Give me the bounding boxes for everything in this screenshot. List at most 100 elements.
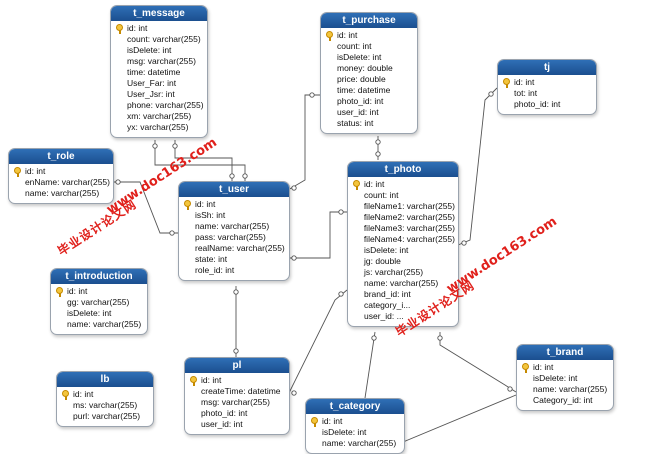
field-spacer [56,297,64,308]
field-row: state: int [184,254,286,265]
field-spacer [62,400,70,411]
field-label: id: int [364,179,385,190]
field-row: money: double [326,63,414,74]
relation-role-user [112,181,178,234]
field-label: realName: varchar(255) [195,243,285,254]
field-label: user_id: int [337,107,379,118]
field-row: yx: varchar(255) [116,122,204,133]
field-row: user_id: int [326,107,414,118]
field-row: isDelete: int [311,427,401,438]
field-spacer [116,89,124,100]
field-label: fileName3: varchar(255) [363,223,455,234]
field-label: photo_id: int [514,99,561,110]
primary-key-icon [116,23,124,34]
field-row: category_i... [353,300,455,311]
field-label: id: int [25,166,46,177]
field-spacer [116,78,124,89]
field-label: status: int [337,118,374,129]
field-row: time: datetime [326,85,414,96]
field-row: id: int [116,23,204,34]
field-row: status: int [326,118,414,129]
field-label: jg: double [364,256,401,267]
field-spacer [326,85,334,96]
field-spacer [522,373,530,384]
table-title: t_role [9,149,113,164]
field-spacer [326,74,334,85]
field-row: phone: varchar(255) [116,100,204,111]
field-row: user_id: ... [353,311,455,322]
field-label: user_id: ... [364,311,404,322]
field-label: isDelete: int [322,427,367,438]
field-label: createTime: datetime [201,386,281,397]
field-row: User_Jsr: int [116,89,204,100]
field-row: name: varchar(255) [184,221,286,232]
field-row: User_Far: int [116,78,204,89]
field-spacer [116,67,124,78]
field-label: name: varchar(255) [25,188,100,199]
field-spacer [311,427,319,438]
field-spacer [311,438,319,449]
field-row: fileName4: varchar(255) [353,234,455,245]
field-label: id: int [514,77,535,88]
table-title: tj [498,60,596,75]
field-spacer [190,419,198,430]
field-spacer [116,100,124,111]
field-spacer [353,223,361,234]
field-spacer [116,45,124,56]
field-row: pass: varchar(255) [184,232,286,243]
field-label: money: double [337,63,393,74]
field-spacer [190,408,198,419]
field-spacer [56,308,64,319]
field-row: id: int [62,389,150,400]
field-row: name: varchar(255) [353,278,455,289]
relation-photo-brand [439,332,517,393]
field-row: createTime: datetime [190,386,286,397]
field-label: ms: varchar(255) [73,400,138,411]
field-label: purl: varchar(255) [73,411,141,422]
field-spacer [326,41,334,52]
field-row: isDelete: int [56,308,144,319]
field-label: id: int [195,199,216,210]
field-row: brand_id: int [353,289,455,300]
field-spacer [503,99,511,110]
field-row: name: varchar(255) [311,438,401,449]
field-spacer [326,107,334,118]
relation-category-brand [402,394,517,442]
field-label: time: datetime [127,67,181,78]
field-label: id: int [73,389,94,400]
field-spacer [503,88,511,99]
field-label: Category_id: int [533,395,593,406]
field-row: id: int [311,416,401,427]
field-label: time: datetime [337,85,391,96]
relation-photo-category [364,331,376,399]
field-row: id: int [503,77,593,88]
field-label: role_id: int [195,265,235,276]
field-label: name: varchar(255) [67,319,142,330]
field-spacer [522,384,530,395]
primary-key-icon [353,179,361,190]
field-spacer [14,188,22,199]
field-label: id: int [322,416,343,427]
field-spacer [353,256,361,267]
field-spacer [184,210,192,221]
relationship-lines [112,87,517,442]
field-row: id: int [190,375,286,386]
field-label: tot: int [514,88,538,99]
field-spacer [184,254,192,265]
relation-user-photo [288,211,347,259]
field-label: User_Jsr: int [127,89,175,100]
field-label: price: double [337,74,386,85]
field-label: count: int [337,41,372,52]
field-spacer [14,177,22,188]
